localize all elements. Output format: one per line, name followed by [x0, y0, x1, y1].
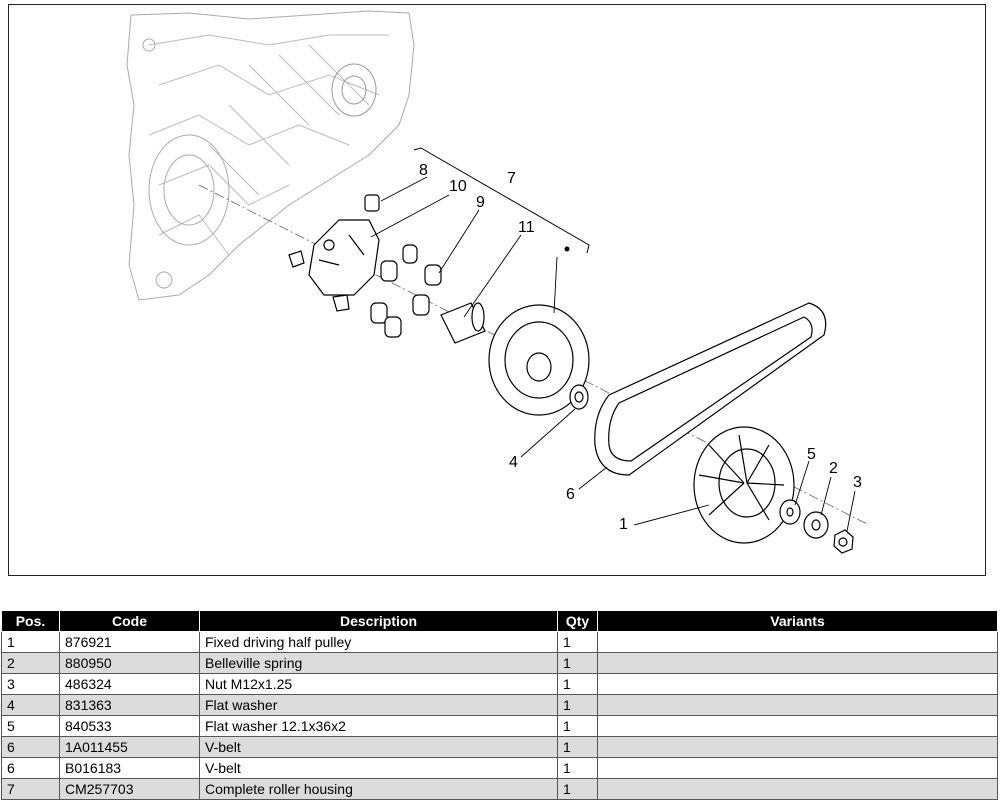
cell-code: 840533: [59, 715, 200, 737]
cell-variants: [597, 757, 998, 779]
cell-pos: 6: [1, 736, 60, 758]
header-variants: Variants: [597, 610, 998, 632]
callout-4: 4: [509, 454, 518, 471]
cell-description: V-belt: [199, 736, 558, 758]
header-code: Code: [59, 610, 200, 632]
cell-variants: [597, 694, 998, 716]
callout-7: 7: [507, 170, 516, 187]
callout-10: 10: [449, 178, 467, 195]
table-header-row: Pos. Code Description Qty Variants: [1, 610, 998, 632]
callout-2: 2: [829, 460, 838, 477]
cell-code: 831363: [59, 694, 200, 716]
table-row: 7 CM257703 Complete roller housing 1: [1, 778, 998, 800]
callout-11: 11: [518, 219, 535, 236]
diagram-drawing: 8 10 7 9 11 4 6 1 5 2 3: [126, 10, 870, 554]
table-row: 2 880950 Belleville spring 1: [1, 652, 998, 674]
cell-description: Nut M12x1.25: [199, 673, 558, 695]
cell-pos: 3: [1, 673, 60, 695]
table-row: 6 B016183 V-belt 1: [1, 757, 998, 779]
callout-3: 3: [853, 474, 862, 491]
table-row: 1 876921 Fixed driving half pulley 1: [1, 631, 998, 653]
cell-code: 486324: [59, 673, 200, 695]
table-row: 6 1A011455 V-belt 1: [1, 736, 998, 758]
cell-description: V-belt: [199, 757, 558, 779]
table-row: 4 831363 Flat washer 1: [1, 694, 998, 716]
cell-description: Complete roller housing: [199, 778, 558, 800]
cell-pos: 1: [1, 631, 60, 653]
cell-variants: [597, 673, 998, 695]
table-row: 5 840533 Flat washer 12.1x36x2 1: [1, 715, 998, 737]
cell-variants: [597, 778, 998, 800]
cell-pos: 6: [1, 757, 60, 779]
cell-qty: 1: [557, 757, 598, 779]
exploded-diagram: 8 10 7 9 11 4 6 1 5 2 3: [8, 4, 986, 576]
cell-code: 1A011455: [59, 736, 200, 758]
cell-qty: 1: [557, 652, 598, 674]
callout-8: 8: [419, 162, 428, 179]
cell-variants: [597, 715, 998, 737]
parts-table: Pos. Code Description Qty Variants 1 876…: [1, 610, 998, 800]
callout-5: 5: [807, 446, 816, 463]
cell-pos: 4: [1, 694, 60, 716]
callout-6: 6: [566, 486, 575, 503]
cell-description: Belleville spring: [199, 652, 558, 674]
cell-code: B016183: [59, 757, 200, 779]
cell-code: 880950: [59, 652, 200, 674]
cell-qty: 1: [557, 694, 598, 716]
header-qty: Qty: [557, 610, 598, 632]
cell-qty: 1: [557, 673, 598, 695]
cell-description: Flat washer 12.1x36x2: [199, 715, 558, 737]
cell-variants: [597, 631, 998, 653]
cell-pos: 7: [1, 778, 60, 800]
cell-code: CM257703: [59, 778, 200, 800]
callout-1: 1: [619, 516, 628, 533]
cell-pos: 5: [1, 715, 60, 737]
table-row: 3 486324 Nut M12x1.25 1: [1, 673, 998, 695]
cell-qty: 1: [557, 715, 598, 737]
header-pos: Pos.: [1, 610, 60, 632]
cell-description: Flat washer: [199, 694, 558, 716]
cell-variants: [597, 736, 998, 758]
cell-code: 876921: [59, 631, 200, 653]
cell-qty: 1: [557, 736, 598, 758]
header-description: Description: [199, 610, 558, 632]
cell-qty: 1: [557, 778, 598, 800]
cell-description: Fixed driving half pulley: [199, 631, 558, 653]
callout-9: 9: [476, 194, 485, 211]
cell-qty: 1: [557, 631, 598, 653]
cell-pos: 2: [1, 652, 60, 674]
cell-variants: [597, 652, 998, 674]
